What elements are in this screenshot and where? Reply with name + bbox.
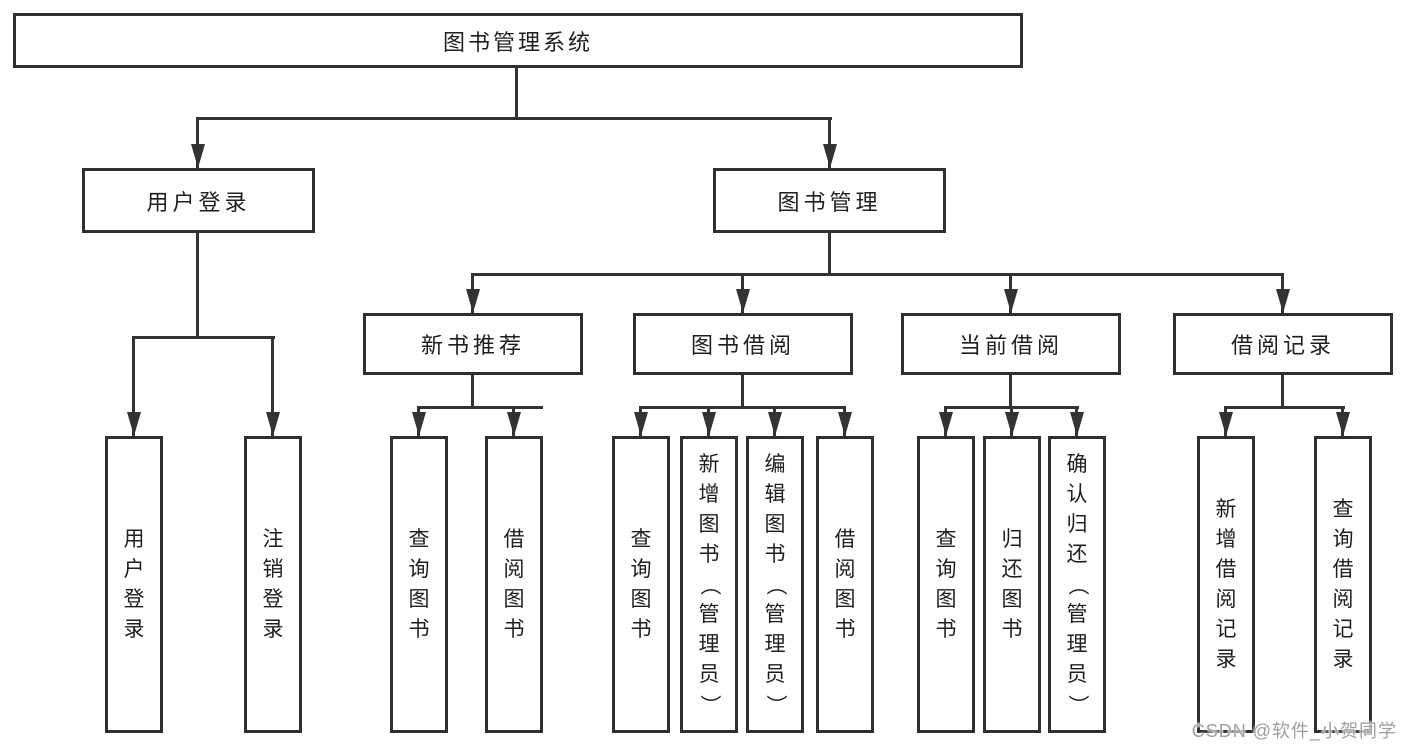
arrowhead [191,144,205,168]
node-borrow-records: 借阅记录 [1173,313,1393,375]
connector-line [196,117,832,120]
node-leaf-user-login: 用户登录 [105,436,163,733]
node-label: 查询借阅记录 [1332,497,1354,671]
node-label: 图书借阅 [690,333,795,358]
connector-line [1224,406,1345,409]
connector-line [132,336,275,339]
node-leaf-add-book-admin: 新增图书（管理员） [680,436,738,733]
node-label: 查询图书 [630,527,652,641]
node-label: 确认归还（管理员） [1066,452,1089,716]
arrowhead [634,412,648,436]
node-label: 图书管理 [777,189,882,215]
node-label: 归还图书 [1001,527,1023,641]
connector-line [1281,375,1284,409]
connector-line [196,117,199,168]
node-leaf-query-borrow-record: 查询借阅记录 [1314,436,1372,733]
node-current-borrow: 当前借阅 [901,313,1121,375]
arrowhead [736,289,750,313]
arrowhead [823,144,837,168]
node-label: 查询图书 [408,527,430,641]
arrowhead [1005,412,1019,436]
node-label: 当前借阅 [958,333,1063,358]
node-label: 新增借阅记录 [1215,497,1237,671]
arrowhead [1336,412,1350,436]
node-leaf-query-books-recommend: 查询图书 [390,436,448,733]
node-leaf-add-borrow-record: 新增借阅记录 [1197,436,1255,733]
watermark: CSDN @软件_小贺同学 [1191,721,1397,741]
node-leaf-return-book: 归还图书 [983,436,1041,733]
connector-line [828,117,831,168]
arrowhead [412,412,426,436]
arrowhead [1219,412,1233,436]
node-book-management: 图书管理 [713,168,946,233]
node-new-book-recommend: 新书推荐 [363,313,583,375]
node-label: 借阅图书 [503,527,525,641]
node-book-borrow: 图书借阅 [633,313,853,375]
connector-line [515,68,518,120]
node-label: 查询图书 [935,527,957,641]
arrowhead [939,412,953,436]
connector-line [639,406,846,409]
connector-line [471,273,1284,276]
connector-line [417,406,543,409]
node-leaf-logout: 注销登录 [244,436,302,733]
connector-line [132,336,135,436]
node-leaf-edit-book-admin: 编辑图书（管理员） [746,436,804,733]
node-label: 新书推荐 [420,333,525,358]
connector-line [828,233,831,276]
arrowhead [1276,289,1290,313]
node-label: 用户登录 [146,189,251,215]
node-label: 新增图书（管理员） [698,452,721,716]
node-leaf-borrow-books: 借阅图书 [816,436,874,733]
node-label: 用户登录 [123,527,145,641]
arrowhead [702,412,716,436]
connector-line [471,375,474,409]
node-leaf-query-books-borrow: 查询图书 [612,436,670,733]
node-library-management-system: 图书管理系统 [13,13,1023,68]
connector-line [196,233,199,339]
arrowhead [266,412,280,436]
arrowhead [127,412,141,436]
arrowhead [1004,289,1018,313]
arrowhead [466,289,480,313]
node-label: 编辑图书（管理员） [764,452,787,716]
arrowhead [838,412,852,436]
arrowhead [768,412,782,436]
arrowhead [1070,412,1084,436]
connector-line [271,336,274,436]
node-label: 借阅记录 [1230,333,1335,358]
connector-line [1009,375,1012,409]
connector-line [741,375,744,409]
node-leaf-borrow-books-recommend: 借阅图书 [485,436,543,733]
node-label: 图书管理系统 [442,29,593,55]
node-label: 注销登录 [262,527,284,641]
node-leaf-query-books-current: 查询图书 [917,436,975,733]
node-label: 借阅图书 [834,527,856,641]
arrowhead [507,412,521,436]
node-leaf-confirm-return-admin: 确认归还（管理员） [1048,436,1106,733]
node-user-login: 用户登录 [82,168,315,233]
